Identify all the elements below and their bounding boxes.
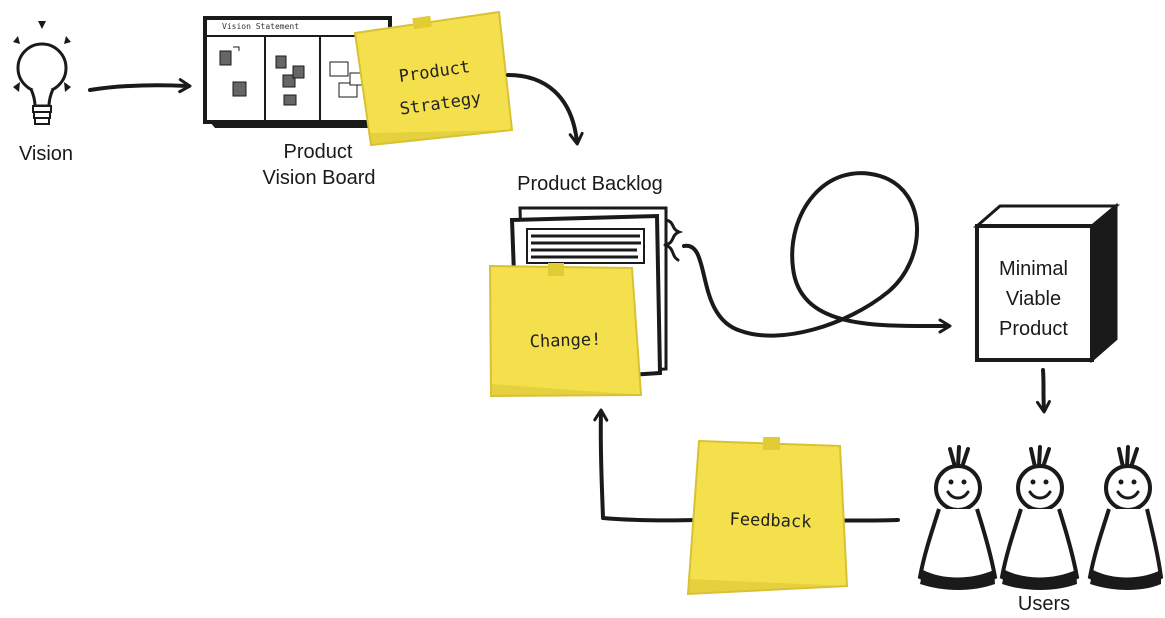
change-note-shape — [488, 263, 643, 398]
change-note-label: Change! — [529, 329, 602, 353]
mvp-box — [972, 202, 1121, 364]
user-figure — [999, 445, 1080, 590]
feedback-note-shape — [686, 437, 849, 596]
mvp-to-users-arrow — [1035, 368, 1051, 414]
user-figure — [1087, 445, 1164, 590]
mvp-label-line-1: Minimal — [999, 258, 1068, 280]
strategy-note-shape — [353, 10, 514, 147]
vision-board-label-line-2: Vision Board — [262, 167, 376, 189]
vision-board-label-line-1: Product — [283, 141, 353, 163]
users-label: Users — [1017, 593, 1071, 615]
vision-statement-label: Vision Statement — [222, 22, 300, 31]
strategy-to-backlog-arrow — [506, 73, 584, 146]
development-loop-arrow — [682, 171, 952, 338]
user-figure — [917, 445, 998, 590]
product-backlog-label: Product Backlog — [517, 173, 663, 195]
vision-to-board-arrow — [88, 78, 192, 94]
mvp-label-line-3: Product — [999, 318, 1068, 340]
vision-label: Vision — [18, 143, 74, 165]
lightbulb-icon — [13, 21, 71, 125]
feedback-note-label: Feedback — [729, 509, 812, 533]
mvp-label-line-2: Viable — [1005, 288, 1062, 310]
